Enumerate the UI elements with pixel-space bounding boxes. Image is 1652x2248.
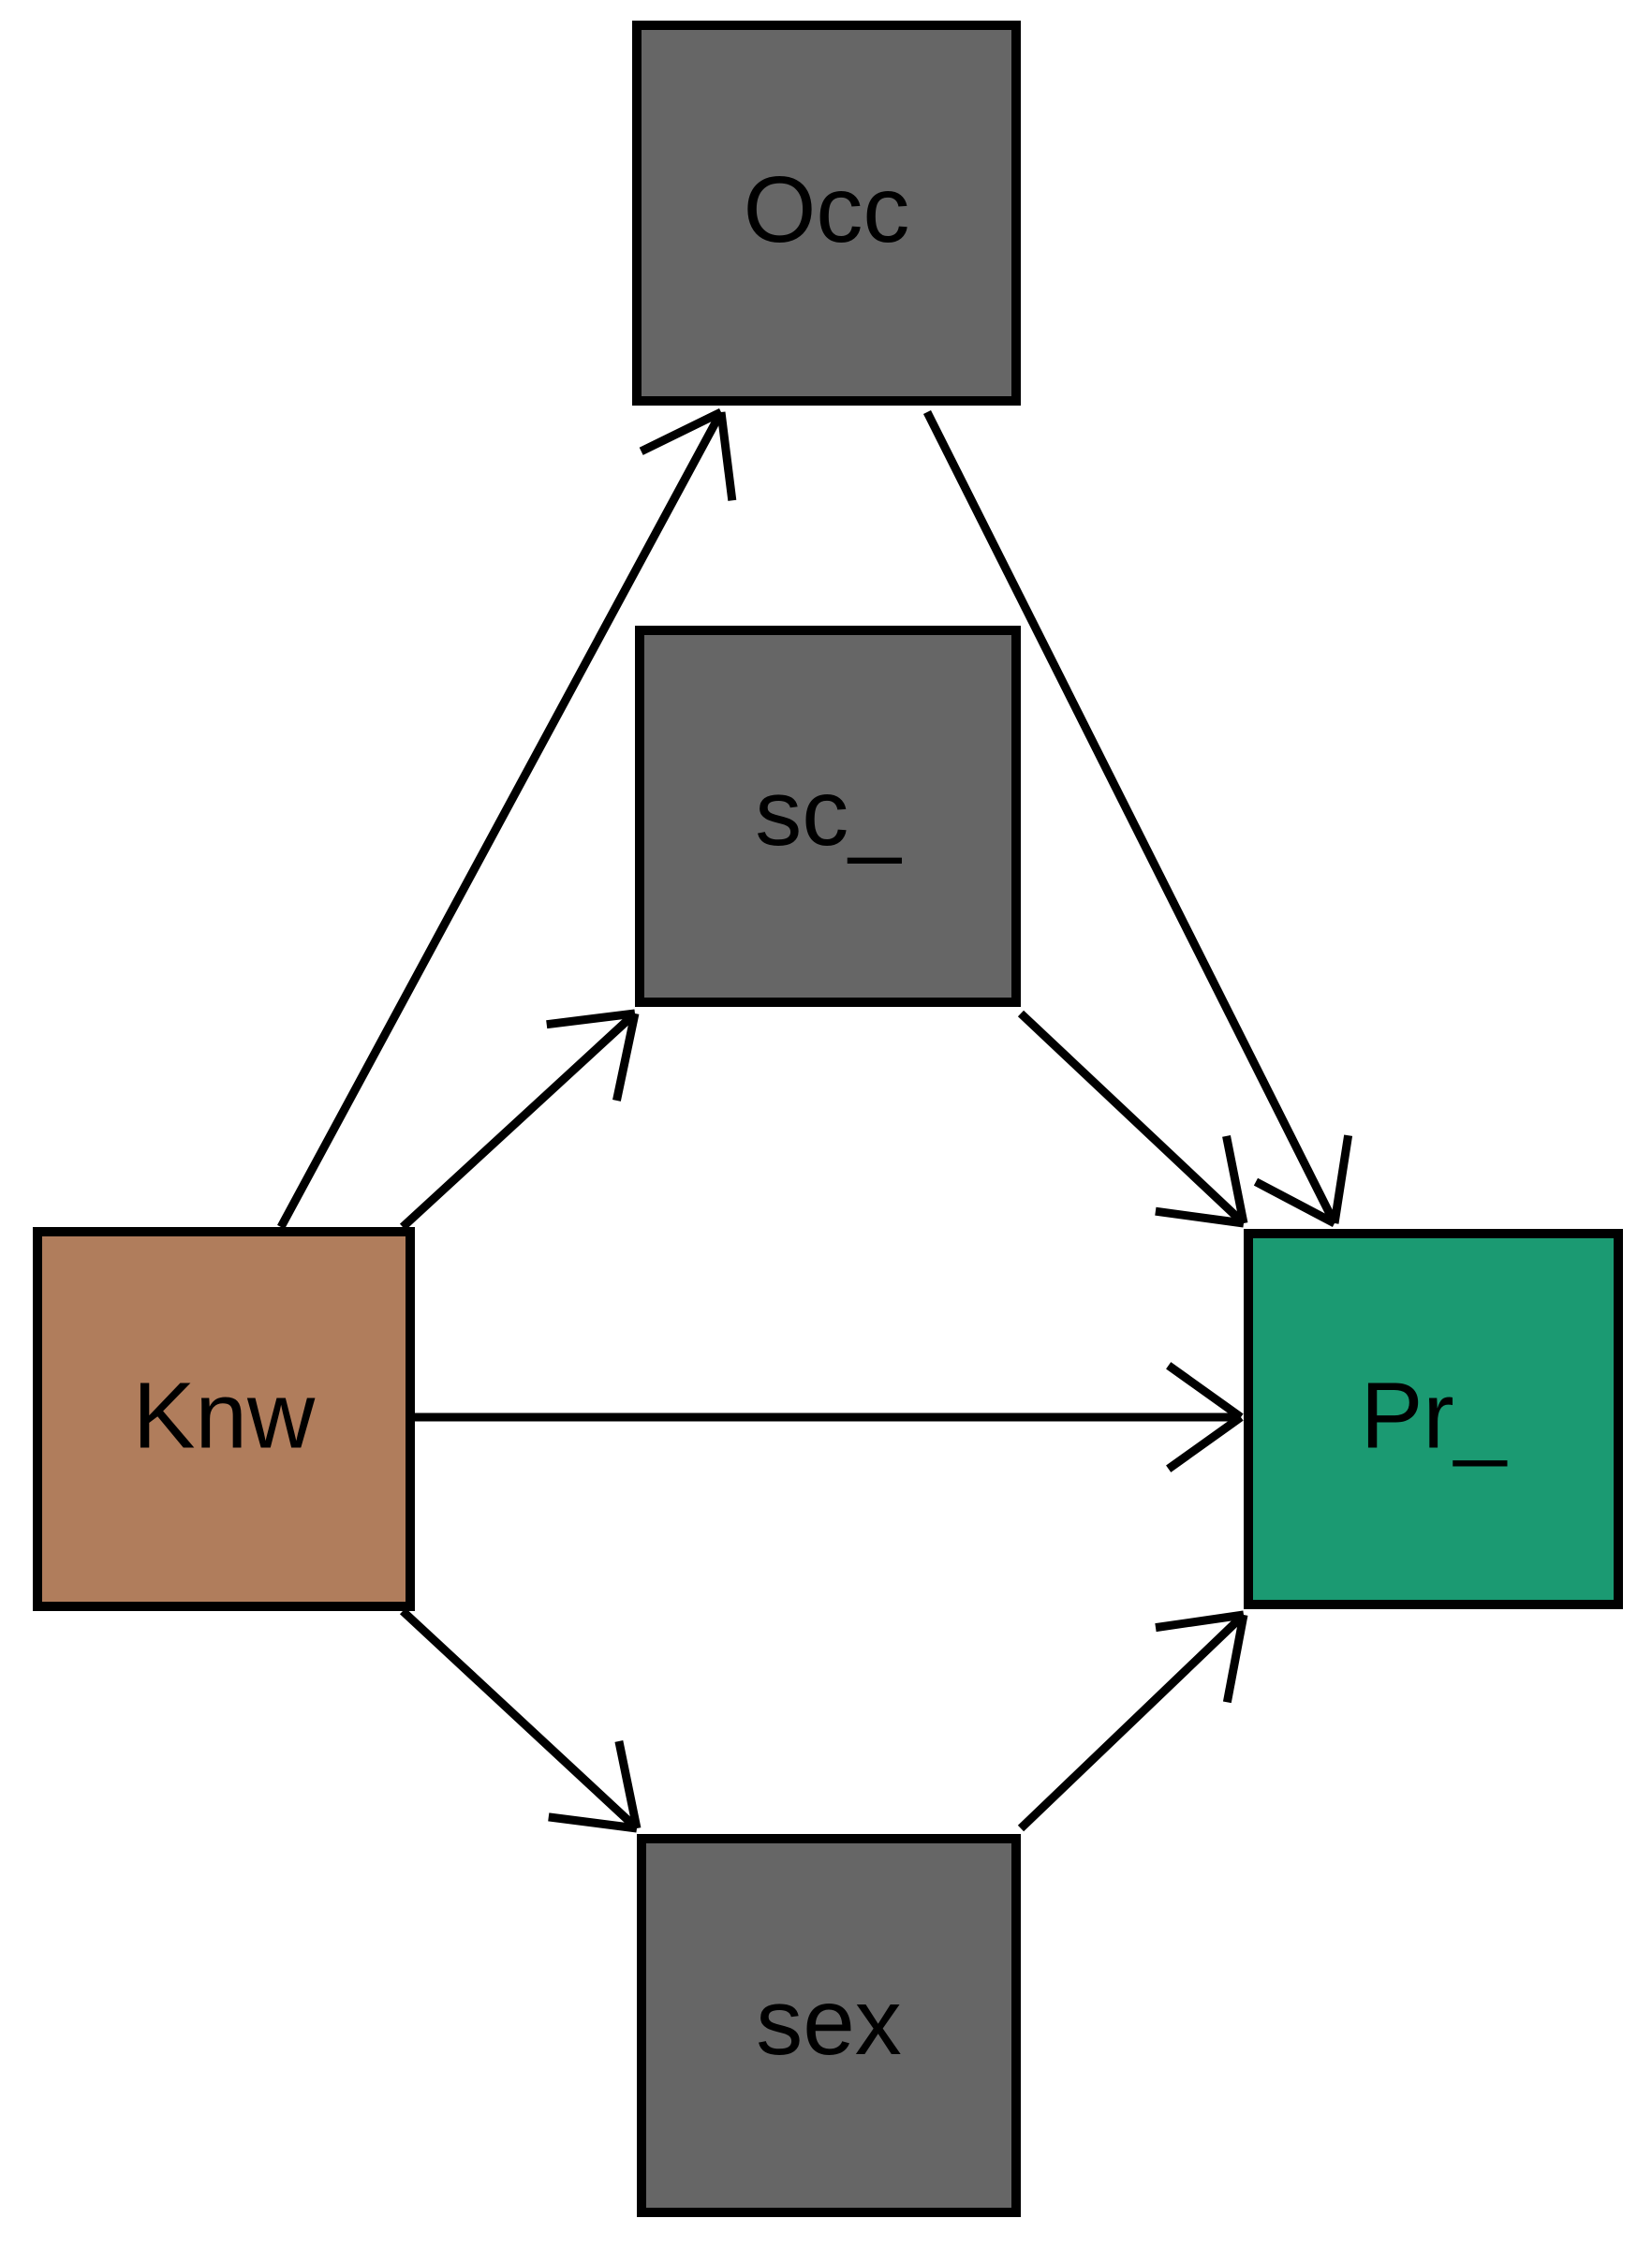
- arrowhead-barb-2: [548, 1812, 638, 1833]
- edge-sex-to-pr: [1017, 1610, 1248, 1832]
- edge-shaft: [922, 409, 1339, 1226]
- arrowhead-barb-1: [546, 1009, 636, 1029]
- edge-knw-to-sex: [399, 1607, 642, 1833]
- arrowhead-barb-2: [1166, 1413, 1244, 1472]
- node-pr[interactable]: Pr_: [1244, 1229, 1623, 1609]
- edge-shaft: [1017, 1010, 1247, 1227]
- edge-sc-to-pr: [1017, 1010, 1248, 1228]
- node-knw[interactable]: Knw: [33, 1227, 415, 1611]
- arrowhead-barb-1: [1222, 1134, 1248, 1224]
- edges-layer: [277, 407, 1353, 1833]
- arrowhead-barb-1: [614, 1740, 642, 1829]
- arrowhead-barb-1: [1155, 1610, 1245, 1633]
- arrowhead-barb-2: [1222, 1614, 1248, 1704]
- node-sc[interactable]: sc_: [635, 626, 1021, 1007]
- arrowhead-barb-2: [716, 411, 737, 501]
- edge-occ-to-pr: [922, 409, 1353, 1227]
- node-box-knw[interactable]: [33, 1227, 415, 1611]
- edge-knw-to-occ: [277, 407, 737, 1230]
- edge-shaft: [399, 1010, 639, 1231]
- node-box-pr[interactable]: [1244, 1229, 1623, 1609]
- node-sex[interactable]: sex: [637, 1834, 1021, 2217]
- edge-knw-to-sc: [399, 1009, 640, 1231]
- nodes-layer: Occ sc_ Knw Pr_sex: [33, 21, 1623, 2217]
- node-box-occ[interactable]: [632, 21, 1021, 406]
- arrowhead-barb-2: [612, 1013, 640, 1102]
- node-occ[interactable]: Occ: [632, 21, 1021, 406]
- arrowhead-barb-1: [1330, 1134, 1353, 1224]
- node-box-sex[interactable]: [637, 1834, 1021, 2217]
- arrowhead-barb-1: [639, 407, 723, 455]
- node-box-sc[interactable]: [635, 626, 1021, 1007]
- arrowhead-barb-2: [1155, 1206, 1245, 1228]
- edge-shaft: [277, 409, 725, 1230]
- arrowhead-barb-2: [1253, 1177, 1337, 1227]
- edge-knw-to-pr: [415, 1362, 1244, 1472]
- edge-shaft: [399, 1607, 641, 1832]
- edge-shaft: [1017, 1611, 1247, 1832]
- arrowhead-barb-1: [1166, 1362, 1244, 1421]
